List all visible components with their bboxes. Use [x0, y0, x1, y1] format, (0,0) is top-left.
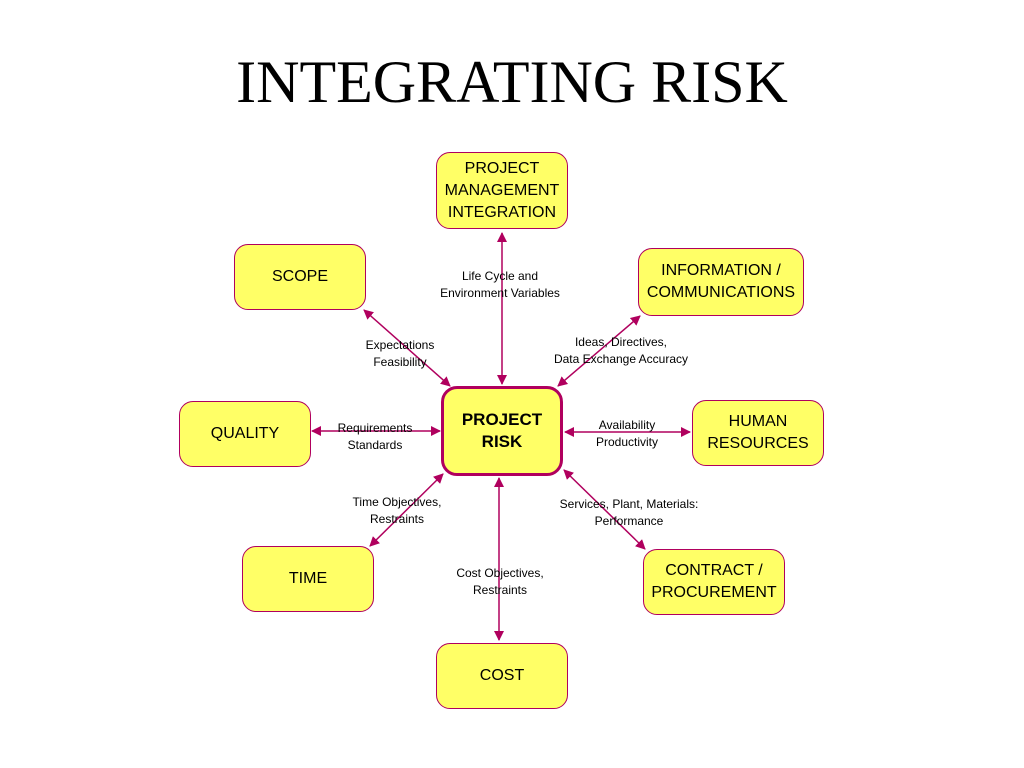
arrow-scope [363, 309, 451, 387]
node-scope: SCOPE [234, 244, 366, 310]
label-human-link: Availability Productivity [595, 418, 659, 449]
node-contract-procurement: CONTRACT / PROCUREMENT [643, 549, 785, 615]
label-time-link: Time Objectives, Restraints [352, 495, 442, 526]
label-pmi-link: Life Cycle and Environment Variables [440, 269, 560, 300]
arrow-contract [563, 469, 646, 550]
arrow-time [369, 473, 444, 547]
page-title: INTEGRATING RISK [236, 49, 788, 115]
label-quality-link: Requirements Standards [337, 421, 413, 452]
label-contract-link: Services, Plant, Materials: Performance [559, 497, 699, 528]
node-information-communications: INFORMATION / COMMUNICATIONS [638, 248, 804, 316]
label-scope-link: Expectations Feasibility [365, 338, 435, 369]
node-project-risk: PROJECT RISK [441, 386, 563, 476]
node-quality: QUALITY [179, 401, 311, 467]
label-info-link: Ideas, Directives, Data Exchange Accurac… [553, 335, 689, 366]
node-cost: COST [436, 643, 568, 709]
node-time: TIME [242, 546, 374, 612]
arrow-info [557, 315, 641, 387]
node-human-resources: HUMAN RESOURCES [692, 400, 824, 466]
node-project-management-integration: PROJECT MANAGEMENT INTEGRATION [436, 152, 568, 229]
label-cost-link: Cost Objectives, Restraints [456, 566, 544, 597]
